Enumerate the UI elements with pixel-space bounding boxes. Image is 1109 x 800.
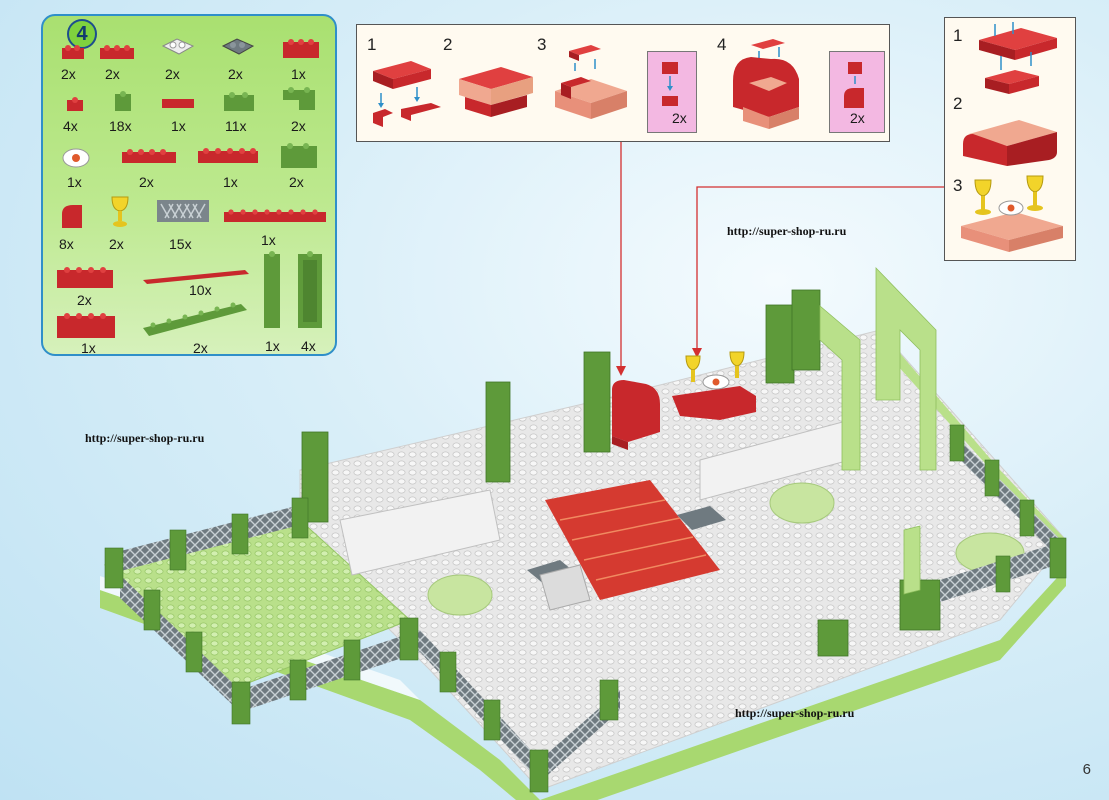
parts-list-panel: 4 2x 2x 2x 2x 1x 4x 18x 1x 11x 2x 1x 2x … (41, 14, 337, 356)
plate-icon (62, 148, 90, 168)
red-brick-icon (162, 99, 194, 108)
red-brick-icon (62, 205, 82, 228)
sub-step-number: 3 (953, 176, 963, 195)
red-brick-icon (283, 39, 319, 58)
red-brick-icon (67, 97, 83, 111)
red-brick-icon (57, 267, 113, 288)
watermark-url[interactable]: http://super-shop-ru.ru (727, 224, 847, 238)
part-qty: 4x (63, 118, 78, 134)
part-qty: 1x (261, 232, 276, 248)
gray-plate-icon (221, 38, 255, 55)
part-qty: 1x (171, 118, 186, 134)
sub-step-number: 2 (443, 35, 453, 54)
callout-qty: 2x (672, 110, 687, 126)
red-brick-icon (62, 45, 84, 59)
red-brick-icon (373, 61, 441, 127)
part-qty: 2x (193, 340, 208, 356)
part-qty: 2x (291, 118, 306, 134)
page-number: 6 (1082, 761, 1091, 778)
green-brick-icon (224, 92, 254, 111)
part-qty: 2x (139, 174, 154, 190)
goblet-icon (111, 196, 129, 227)
callout-2x-box: 2x (647, 51, 697, 133)
sub-step-number: 3 (537, 35, 547, 54)
part-qty: 1x (67, 174, 82, 190)
part-qty: 2x (165, 66, 180, 82)
part-qty: 1x (223, 174, 238, 190)
part-qty: 2x (61, 66, 76, 82)
red-brick-icon (844, 62, 864, 108)
red-brick-icon (224, 209, 326, 222)
column-icon (298, 251, 322, 328)
red-brick-icon (733, 39, 799, 129)
part-qty: 2x (228, 66, 243, 82)
sub-step-number: 4 (717, 35, 727, 54)
part-qty: 1x (291, 66, 306, 82)
part-qty: 10x (189, 282, 212, 298)
red-brick-icon (662, 62, 678, 106)
sub-step-number: 2 (953, 94, 963, 113)
green-brick-icon (115, 91, 131, 111)
red-brick-icon (57, 313, 115, 338)
red-brick-icon (963, 120, 1057, 166)
part-qty: 15x (169, 236, 192, 252)
table-sub-assembly-box: 1 2 3 (944, 17, 1076, 261)
gray-plate-icon (161, 38, 195, 55)
callout-2x-box: 2x (829, 51, 885, 133)
callout-qty: 2x (850, 110, 865, 126)
red-brick-icon (143, 270, 249, 284)
red-brick-icon (198, 148, 258, 163)
part-qty: 4x (301, 338, 316, 354)
part-qty: 1x (81, 340, 96, 356)
part-qty: 1x (265, 338, 280, 354)
goblet-icon (961, 175, 1063, 252)
red-brick-icon (122, 149, 176, 163)
part-qty: 2x (105, 66, 120, 82)
part-qty: 2x (109, 236, 124, 252)
part-qty: 8x (59, 236, 74, 252)
red-brick-icon (100, 45, 134, 59)
throne-sub-assembly-box: 1 2 3 4 2x 2x (356, 24, 890, 142)
part-qty: 2x (77, 292, 92, 308)
part-qty: 11x (225, 118, 247, 134)
part-qty: 2x (289, 174, 304, 190)
column-icon (264, 251, 280, 328)
part-qty: 18x (109, 118, 132, 134)
green-brick-icon (143, 302, 247, 336)
red-brick-icon (979, 22, 1057, 94)
red-brick-icon (459, 67, 533, 117)
red-brick-icon (555, 45, 627, 119)
green-brick-icon (281, 143, 317, 168)
fence-icon (157, 200, 209, 222)
watermark-url[interactable]: http://super-shop-ru.ru (85, 431, 205, 445)
sub-step-number: 1 (953, 26, 963, 45)
green-brick-icon (283, 87, 315, 110)
sub-step-number: 1 (367, 35, 377, 54)
step-number-badge: 4 (67, 19, 97, 49)
watermark-url[interactable]: http://super-shop-ru.ru (735, 706, 855, 720)
